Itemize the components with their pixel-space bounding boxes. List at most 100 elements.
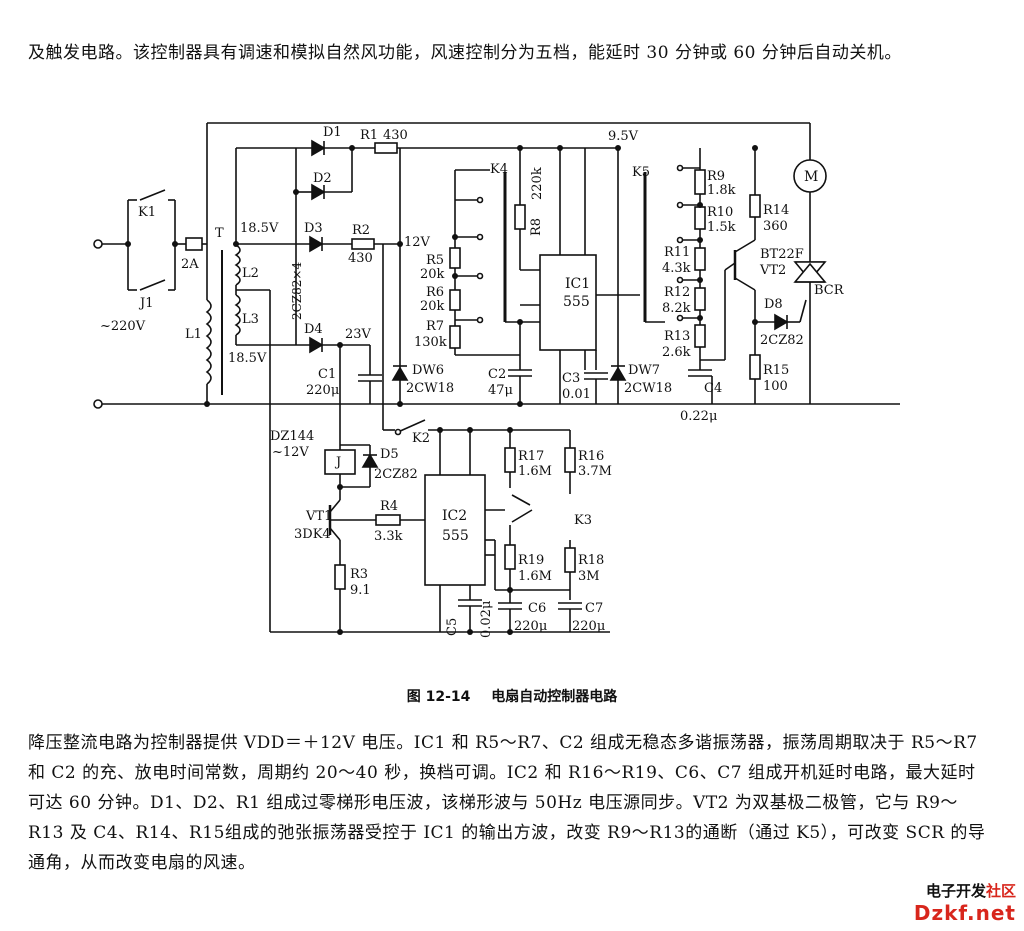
ac-terminal-top bbox=[93, 239, 103, 249]
label-r17: R17 bbox=[518, 449, 544, 464]
label-ic1: IC1 bbox=[565, 276, 590, 292]
diode-d5 bbox=[361, 453, 379, 468]
label-dw7: DW7 bbox=[628, 363, 660, 378]
label-r19-value: 1.6M bbox=[518, 569, 552, 584]
resistor-r6 bbox=[449, 289, 461, 311]
label-r8-value: 220k bbox=[530, 167, 545, 200]
label-d1: D1 bbox=[323, 125, 342, 140]
label-fuse: 2A bbox=[181, 257, 199, 272]
label-r13: R13 bbox=[664, 329, 690, 344]
intro-paragraph: 及触发电路。该控制器具有调速和模拟自然风功能，风速控制分为五档，能延时 30 分… bbox=[28, 43, 902, 63]
label-c4: C4 bbox=[704, 381, 722, 396]
k1-switch bbox=[139, 189, 166, 201]
label-c1-value: 220μ bbox=[306, 383, 339, 398]
resistor-r8 bbox=[514, 204, 526, 230]
resistor-r19 bbox=[504, 544, 516, 570]
zener-dw7 bbox=[609, 366, 627, 381]
diode-d1 bbox=[311, 139, 326, 157]
resistor-r2 bbox=[351, 238, 375, 250]
label-vt2-type: BT22F bbox=[760, 247, 804, 262]
figure-caption: 图 12-14 电扇自动控制器电路 bbox=[0, 686, 1024, 706]
label-r15-value: 100 bbox=[763, 379, 788, 394]
label-r1: R1 bbox=[360, 128, 378, 143]
label-r13-value: 2.6k bbox=[662, 345, 691, 360]
label-r7-value: 130k bbox=[414, 335, 447, 350]
label-c3: C3 bbox=[562, 371, 580, 386]
label-d2: D2 bbox=[313, 171, 332, 186]
label-ic1-value: 555 bbox=[563, 294, 590, 310]
figure-title: 电扇自动控制器电路 bbox=[491, 689, 618, 705]
watermark-url: Dzkf.net bbox=[913, 901, 1016, 925]
label-relay-value: ~12V bbox=[272, 445, 309, 460]
label-c2: C2 bbox=[488, 367, 506, 382]
resistor-r10 bbox=[694, 206, 706, 230]
label-r17-value: 1.6M bbox=[518, 464, 552, 479]
j1-switch bbox=[139, 279, 166, 291]
label-relay-j: J bbox=[334, 455, 341, 470]
label-t: T bbox=[215, 226, 224, 241]
label-k5: K5 bbox=[632, 165, 650, 180]
fan-controller-schematic: ~220V K1 J1 2A T L1 L2 L3 18.5V 18.5V D1… bbox=[93, 122, 900, 638]
label-r16: R16 bbox=[578, 449, 604, 464]
label-k1: K1 bbox=[138, 205, 156, 220]
label-r11: R11 bbox=[664, 245, 690, 260]
label-c2-value: 47μ bbox=[488, 383, 513, 398]
label-v12: 12V bbox=[404, 235, 431, 250]
watermark-text: 电子开发 bbox=[925, 882, 986, 900]
ic1-555 bbox=[539, 254, 597, 351]
transformer-secondary-l3 bbox=[234, 294, 241, 336]
label-l1: L1 bbox=[185, 327, 202, 342]
figure-number: 图 12-14 bbox=[406, 689, 471, 705]
resistor-r9 bbox=[694, 169, 706, 195]
motor bbox=[793, 159, 827, 193]
label-r6: R6 bbox=[426, 285, 444, 300]
label-v23: 23V bbox=[345, 327, 372, 342]
label-r8: R8 bbox=[529, 218, 544, 236]
label-dw6: DW6 bbox=[412, 363, 444, 378]
label-c5-value: 0.02μ bbox=[479, 601, 494, 638]
label-v185-top: 18.5V bbox=[240, 221, 279, 236]
label-d4: D4 bbox=[304, 322, 323, 337]
resistor-r1 bbox=[374, 142, 398, 154]
label-l3: L3 bbox=[242, 312, 259, 327]
switch-k3 bbox=[511, 494, 531, 506]
label-relay: DZ144 bbox=[270, 429, 314, 444]
label-r15: R15 bbox=[763, 363, 789, 378]
site-watermark: 电子开发社区 Dzkf.net bbox=[914, 880, 1016, 925]
label-r11-value: 4.3k bbox=[662, 261, 691, 276]
label-r18-value: 3M bbox=[578, 569, 600, 584]
diode-d2 bbox=[311, 183, 326, 201]
label-c6-value: 220μ bbox=[514, 619, 547, 634]
ac-terminal-bottom bbox=[93, 399, 103, 409]
transformer-primary bbox=[205, 299, 212, 385]
label-r7: R7 bbox=[426, 319, 444, 334]
label-c7: C7 bbox=[585, 601, 603, 616]
resistor-r7 bbox=[449, 325, 461, 349]
label-c6: C6 bbox=[528, 601, 546, 616]
label-c1: C1 bbox=[318, 367, 336, 382]
label-dw6-value: 2CW18 bbox=[406, 381, 454, 396]
label-d3: D3 bbox=[304, 221, 323, 236]
label-k2: K2 bbox=[412, 431, 430, 446]
label-ic2: IC2 bbox=[442, 508, 467, 524]
label-r2: R2 bbox=[352, 223, 370, 238]
label-r16-value: 3.7M bbox=[578, 464, 612, 479]
label-r3: R3 bbox=[350, 567, 368, 582]
diode-d8 bbox=[774, 313, 789, 331]
label-r5-value: 20k bbox=[420, 267, 445, 282]
label-v95: 9.5V bbox=[608, 129, 639, 144]
resistor-r15 bbox=[749, 354, 761, 380]
label-v185-bottom: 18.5V bbox=[228, 351, 267, 366]
label-vt1: VT1 bbox=[305, 509, 332, 524]
label-diode-pack: 2CZ82×4 bbox=[290, 262, 304, 320]
label-vt2: VT2 bbox=[759, 263, 786, 278]
label-k3: K3 bbox=[574, 513, 592, 528]
label-r5: R5 bbox=[426, 253, 444, 268]
label-r3-value: 9.1 bbox=[350, 583, 371, 598]
label-l2: L2 bbox=[242, 266, 259, 281]
label-c4-value: 0.22μ bbox=[680, 409, 717, 424]
label-ac-in: ~220V bbox=[100, 319, 146, 334]
label-j1: J1 bbox=[138, 296, 153, 311]
label-motor: M bbox=[804, 169, 818, 185]
switch-k2 bbox=[397, 419, 426, 433]
